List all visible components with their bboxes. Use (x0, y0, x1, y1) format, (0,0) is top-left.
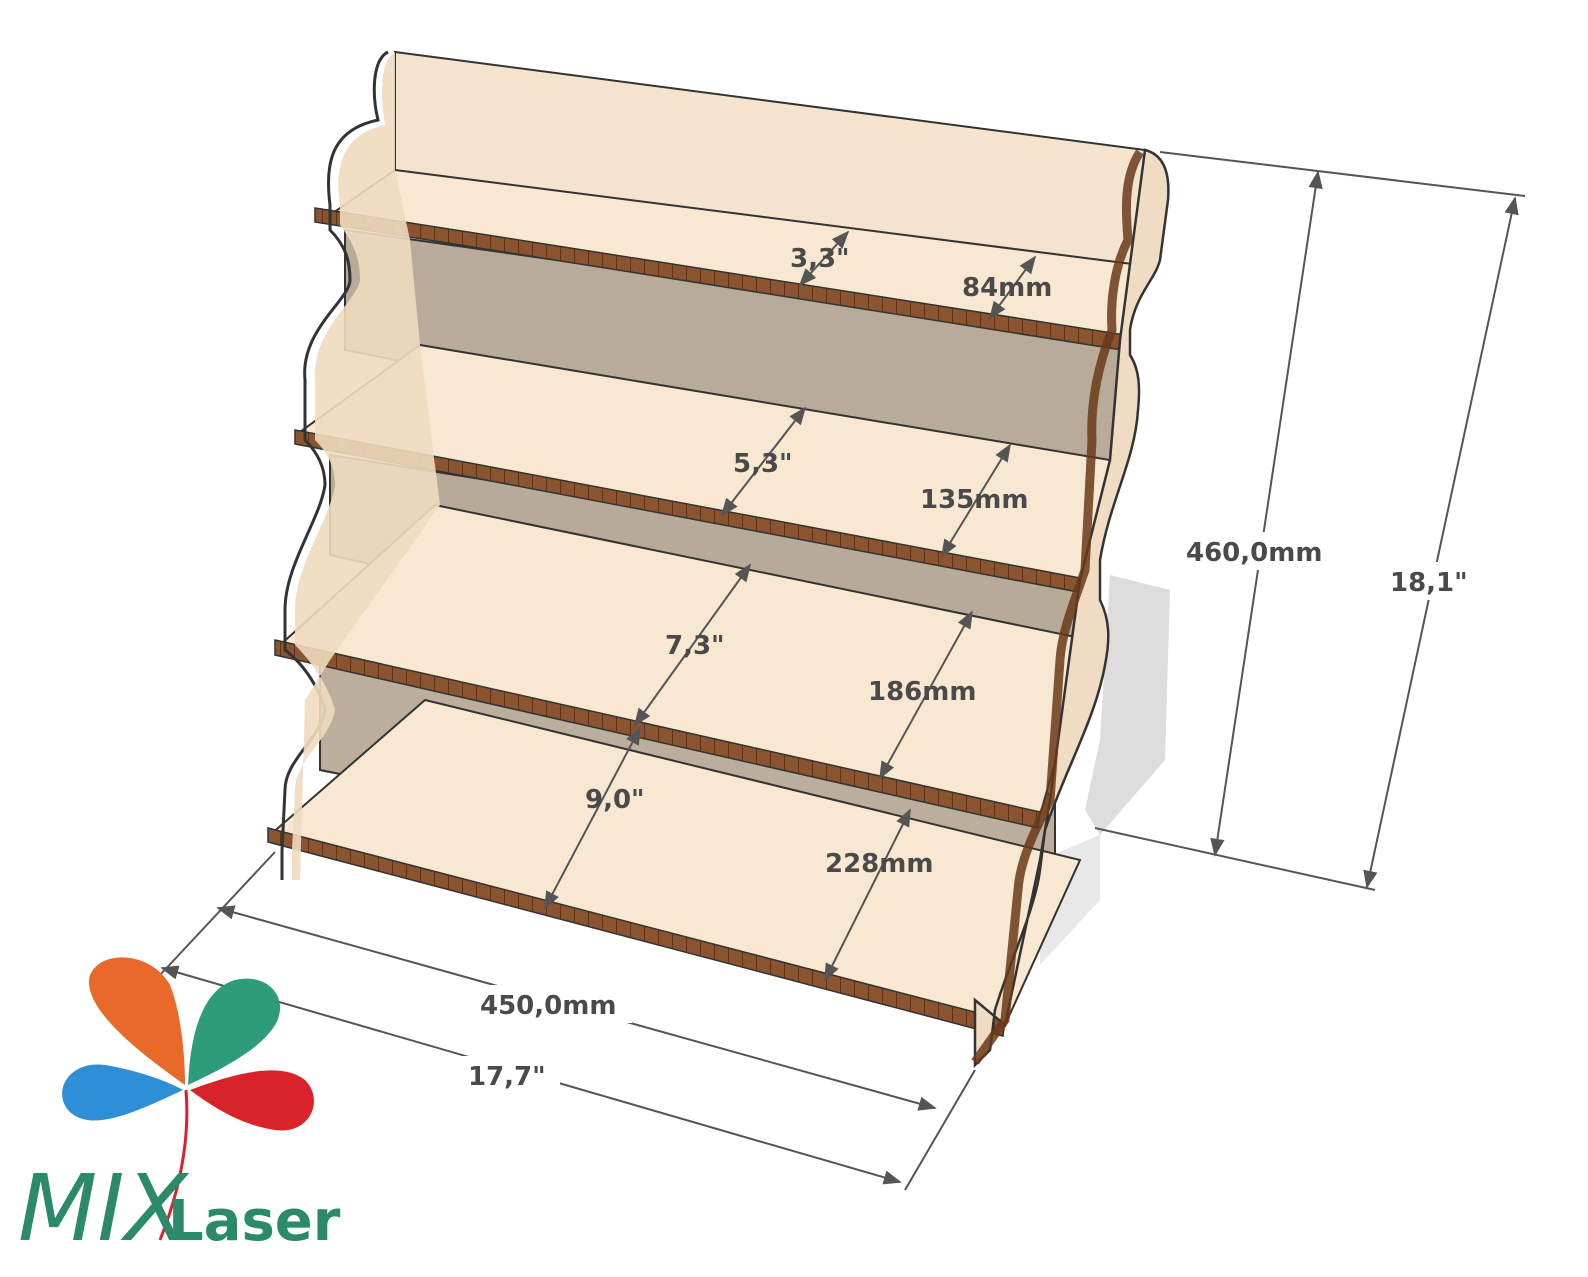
label-shelf3-mm: 186mm (868, 677, 976, 707)
dim-line-shelf2-right (941, 443, 1011, 558)
logo-mark-text: MIX (18, 1155, 190, 1262)
label-backgrounds (460, 532, 1478, 1094)
side-panel-left-fill (292, 52, 440, 880)
dim-line-shelf3-left (633, 563, 752, 727)
dim-line-height-mm (1210, 170, 1323, 857)
label-shelf3-in: 7,3" (665, 631, 725, 661)
mix-laser-logo: MIX Laser (18, 957, 341, 1262)
label-height-mm: 460,0mm (1186, 538, 1322, 568)
clover-icon (62, 957, 314, 1241)
label-width-in: 17,7" (468, 1062, 546, 1092)
dim-line-height-in (1363, 196, 1519, 889)
extension-line-right (904, 1069, 976, 1191)
dim-line-shelf4-left (544, 726, 641, 910)
logo-laser-text: Laser (168, 1189, 341, 1254)
shelf-unit (267, 50, 1170, 1069)
dimension-labels: 3,3" 84mm 5,3" 135mm 7,3" 186mm 9,0" 228… (468, 244, 1468, 1092)
extension-line-top (1159, 151, 1526, 197)
dim-line-shelf2-left (720, 406, 807, 517)
label-height-in: 18,1" (1390, 568, 1468, 598)
label-shelf1-in: 3,3" (790, 244, 850, 274)
petal-orange (89, 957, 185, 1085)
petal-blue (62, 1064, 183, 1121)
label-shelf2-in: 5,3" (733, 449, 793, 479)
label-shelf1-mm: 84mm (962, 273, 1052, 303)
label-shelf4-mm: 228mm (825, 849, 933, 879)
petal-teal (188, 978, 281, 1085)
dim-line-shelf1-left (798, 230, 850, 287)
petal-red (190, 1070, 314, 1131)
extension-line-left (159, 851, 276, 976)
dim-line-shelf1-right (988, 255, 1037, 320)
extension-line-bottom (1094, 827, 1376, 891)
label-shelf2-mm: 135mm (920, 485, 1028, 515)
label-width-mm: 450,0mm (480, 991, 616, 1021)
label-shelf4-in: 9,0" (585, 785, 645, 815)
clover-stem (158, 1089, 189, 1241)
dim-line-shelf3-right (879, 610, 973, 780)
side-panel-right-fill (973, 148, 1170, 1069)
side-panel-right-edge (971, 149, 1144, 1065)
